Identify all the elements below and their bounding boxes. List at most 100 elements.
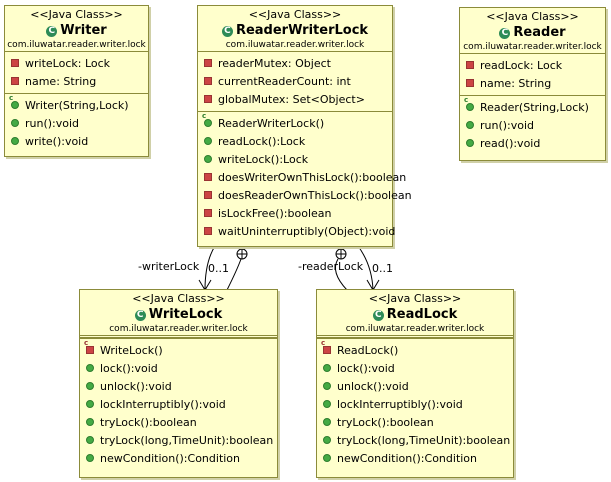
private-visibility-icon [204,173,212,181]
method-text: readLock():Lock [218,135,306,148]
method-text: tryLock():boolean [100,416,197,429]
public-visibility-icon [466,121,474,129]
method-row[interactable]: isLockFree():boolean [198,205,392,223]
field-row[interactable]: name: String [460,75,605,93]
class-icon: C [46,26,58,37]
method-text: ReaderWriterLock() [218,117,325,130]
public-visibility-icon [204,155,212,163]
field-row[interactable]: currentReaderCount: int [198,73,392,91]
method-row[interactable]: doesReaderOwnThisLock():boolean [198,187,412,205]
method-row[interactable]: lock():void [317,360,513,378]
method-row[interactable]: tryLock(long,TimeUnit):boolean [317,432,513,450]
private-visibility-icon [204,59,212,67]
public-visibility-icon [86,436,94,444]
public-visibility-icon [323,400,331,408]
method-row[interactable]: run():void [460,117,605,135]
public-visibility-icon [86,364,94,372]
method-row[interactable]: lockInterruptibly():void [317,396,513,414]
method-row[interactable]: newCondition():Condition [80,450,277,468]
method-text: newCondition():Condition [100,452,241,465]
writelock-multiplicity-label: 0..1 [208,262,229,275]
field-row[interactable]: globalMutex: Set<Object> [198,91,392,109]
private-visibility-icon [11,59,19,67]
method-row[interactable]: unlock():void [80,378,277,396]
class-icon: C [499,28,511,39]
writelock-nesting-line [226,258,242,291]
writelock-association-line [204,245,216,291]
public-visibility-icon [11,119,19,127]
method-row[interactable]: read():void [460,135,605,153]
public-visibility-icon [86,454,94,462]
public-visibility-icon [11,137,19,145]
method-row[interactable]: run():void [5,115,148,133]
private-visibility-icon [204,191,212,199]
class-name-text: Writer [60,23,107,38]
field-row[interactable]: readerMutex: Object [198,55,392,73]
class-icon: C [134,310,146,321]
method-row[interactable]: newCondition():Condition [317,450,513,468]
public-visibility-icon [11,101,19,109]
method-text: write():void [25,135,89,148]
method-row[interactable]: tryLock():boolean [317,414,513,432]
constructor-marker-icon: c [9,94,14,102]
method-row[interactable]: tryLock(long,TimeUnit):boolean [80,432,277,450]
method-row[interactable]: writeLock():Lock [198,151,392,169]
private-visibility-icon [466,79,474,87]
method-text: read():void [480,137,541,150]
method-text: newCondition():Condition [337,452,478,465]
field-row[interactable]: readLock: Lock [460,57,605,75]
method-row[interactable]: lockInterruptibly():void [80,396,277,414]
class-icon: C [221,26,233,37]
writelock-role-label: -writerLock [138,260,200,273]
method-text: doesWriterOwnThisLock():boolean [218,171,407,184]
stereotype-label: <<Java Class>> [486,10,579,23]
private-visibility-icon [466,61,474,69]
method-text: unlock():void [100,380,172,393]
method-text: tryLock(long,TimeUnit):boolean [337,434,511,447]
method-text: isLockFree():boolean [218,207,332,220]
method-row[interactable]: unlock():void [317,378,513,396]
method-row[interactable]: write():void [5,133,148,151]
method-text: tryLock(long,TimeUnit):boolean [100,434,274,447]
method-row[interactable]: readLock():Lock [198,133,392,151]
constructor-marker-icon: c [464,96,469,104]
method-row[interactable]: lock():void [80,360,277,378]
method-text: writeLock():Lock [218,153,309,166]
method-row[interactable]: waitUninterruptibly(Object):void [198,223,395,241]
public-visibility-icon [86,400,94,408]
fields-section: readLock: Lock name: String [460,53,605,95]
stereotype-label: <<Java Class>> [368,292,462,305]
package-label: com.iluwatar.reader.writer.lock [7,40,146,50]
constructor-marker-icon: c [202,112,207,120]
public-visibility-icon [323,454,331,462]
field-text: name: String [480,77,552,90]
method-row[interactable]: tryLock():boolean [80,414,277,432]
readlock-multiplicity-label: 0..1 [372,262,393,275]
method-row[interactable]: doesWriterOwnThisLock():boolean [198,169,406,187]
private-visibility-icon [323,346,331,354]
public-visibility-icon [323,364,331,372]
field-row[interactable]: name: String [5,73,148,91]
public-visibility-icon [86,382,94,390]
empty-fields-divider [80,335,277,338]
field-row[interactable]: writeLock: Lock [5,55,148,73]
